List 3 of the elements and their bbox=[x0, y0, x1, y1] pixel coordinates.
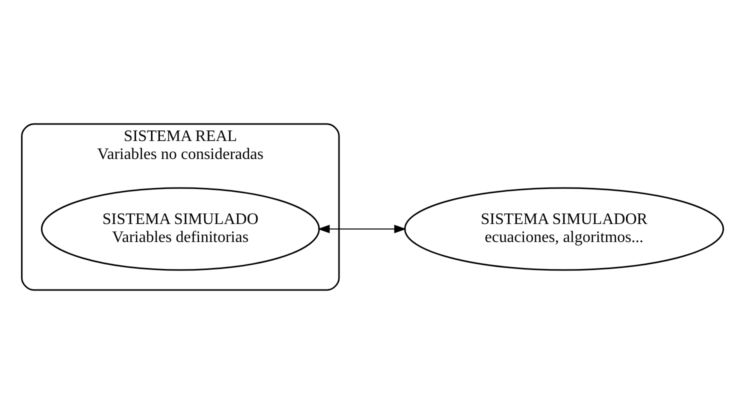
node-ellipse: SISTEMA SIMULADOR ecuaciones, algoritmos... bbox=[404, 187, 724, 271]
arrow bbox=[318, 224, 406, 234]
node-ellipse: SISTEMA SIMULADO Variables definitorias bbox=[40, 187, 320, 271]
